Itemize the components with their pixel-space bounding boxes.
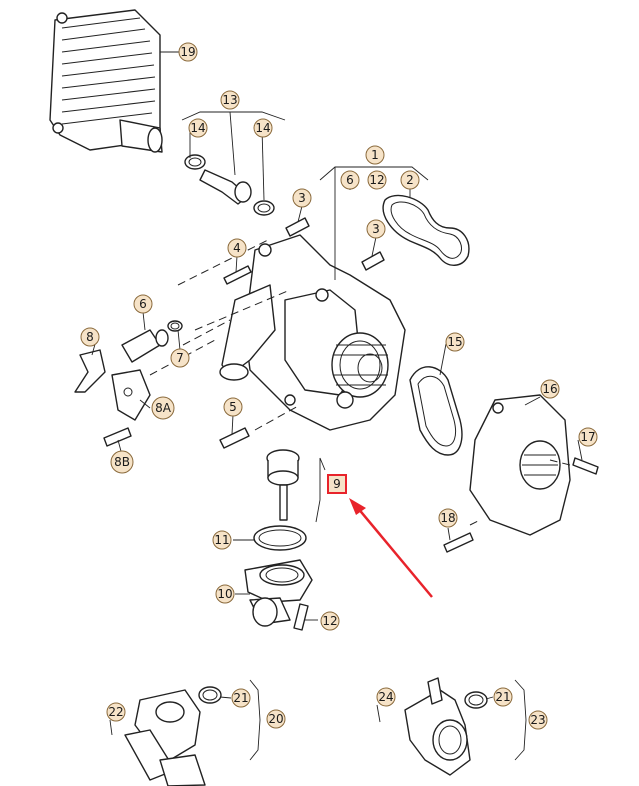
retaining-bracket	[111, 369, 151, 421]
callout-12[interactable]: 12	[320, 611, 340, 631]
callout-3-right[interactable]: 3	[366, 219, 386, 239]
coolant-flange-left	[124, 686, 222, 786]
callout-17-label: 17	[580, 430, 595, 444]
callout-11[interactable]: 11	[212, 530, 232, 550]
callout-20-label: 20	[268, 712, 283, 726]
o-ring	[253, 525, 307, 551]
callout-3-left-label: 3	[298, 191, 306, 205]
callout-20[interactable]: 20	[266, 709, 286, 729]
callout-21-right-label: 21	[495, 690, 510, 704]
callout-8A[interactable]: 8A	[151, 396, 175, 420]
callout-21-left[interactable]: 21	[231, 688, 251, 708]
oil-cooler	[49, 9, 163, 153]
callout-16-label: 16	[542, 382, 557, 396]
callout-14-right-label: 14	[255, 121, 270, 135]
callout-7-label: 7	[176, 351, 184, 365]
gasket-set	[382, 194, 470, 266]
leader-lines	[91, 51, 583, 761]
callout-1-label: 1	[371, 148, 379, 162]
callout-3-right-label: 3	[372, 222, 380, 236]
temperature-sender	[121, 320, 183, 363]
callout-8B-label: 8B	[114, 455, 130, 469]
callout-6[interactable]: 6	[133, 294, 153, 314]
callout-23-label: 23	[530, 713, 545, 727]
callout-10-label: 10	[217, 587, 232, 601]
callout-8B[interactable]: 8B	[110, 450, 134, 474]
coolant-flange	[244, 559, 313, 627]
callout-14-left[interactable]: 14	[188, 118, 208, 138]
callout-21-right[interactable]: 21	[493, 687, 513, 707]
callout-13[interactable]: 13	[220, 90, 240, 110]
callout-24-label: 24	[378, 690, 393, 704]
callout-12-label: 12	[322, 614, 337, 628]
bolts	[103, 217, 599, 631]
water-pump-housing	[219, 234, 406, 431]
callout-9-label: 9	[333, 477, 341, 491]
callout-7[interactable]: 7	[170, 348, 190, 368]
callout-8[interactable]: 8	[80, 327, 100, 347]
callout-3-left[interactable]: 3	[292, 188, 312, 208]
callout-15[interactable]: 15	[445, 332, 465, 352]
callout-4[interactable]: 4	[227, 238, 247, 258]
callout-2-label: 2	[406, 173, 414, 187]
callout-5-label: 5	[229, 400, 237, 414]
callout-9-highlighted[interactable]: 9	[327, 474, 347, 494]
callout-4-label: 4	[233, 241, 241, 255]
assembly-lines	[149, 239, 571, 526]
callout-11-label: 11	[214, 533, 229, 547]
callout-5[interactable]: 5	[223, 397, 243, 417]
callout-12-top-label: 12	[369, 173, 384, 187]
callout-6-top[interactable]: 6	[340, 170, 360, 190]
callout-19[interactable]: 19	[178, 42, 198, 62]
callout-18-label: 18	[440, 511, 455, 525]
callout-10[interactable]: 10	[215, 584, 235, 604]
sender-connector	[74, 349, 106, 393]
callout-14-left-label: 14	[190, 121, 205, 135]
callout-22[interactable]: 22	[106, 702, 126, 722]
callout-14-right[interactable]: 14	[253, 118, 273, 138]
callout-13-label: 13	[222, 93, 237, 107]
callout-22-label: 22	[108, 705, 123, 719]
callout-1[interactable]: 1	[365, 145, 385, 165]
highlight-arrow	[349, 498, 433, 598]
callout-6-label: 6	[139, 297, 147, 311]
coolant-flange-right	[404, 677, 488, 776]
callout-17[interactable]: 17	[578, 427, 598, 447]
callout-2[interactable]: 2	[400, 170, 420, 190]
callout-23[interactable]: 23	[528, 710, 548, 730]
coolant-pipe	[184, 154, 275, 216]
callout-15-label: 15	[447, 335, 462, 349]
callout-24[interactable]: 24	[376, 687, 396, 707]
toothed-belt	[409, 366, 463, 456]
callout-21-left-label: 21	[233, 691, 248, 705]
callout-12-top[interactable]: 12	[367, 170, 387, 190]
callout-8A-label: 8A	[155, 401, 172, 415]
callout-6-top-label: 6	[346, 173, 354, 187]
callout-16[interactable]: 16	[540, 379, 560, 399]
thermostat	[266, 449, 300, 521]
callout-8-label: 8	[86, 330, 94, 344]
callout-19-label: 19	[180, 45, 195, 59]
callout-18[interactable]: 18	[438, 508, 458, 528]
timing-belt-cover	[469, 394, 571, 536]
